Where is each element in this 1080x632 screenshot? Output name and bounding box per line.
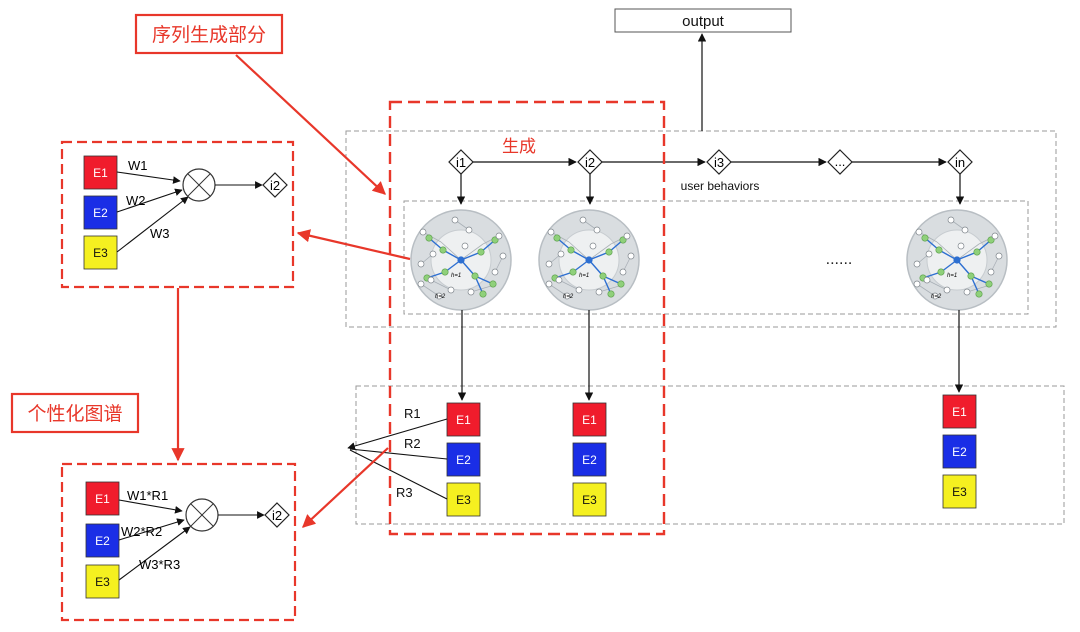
relation-label-r1: R1	[404, 406, 421, 421]
top-box-weight-edges	[116, 171, 189, 253]
entity-column-n: E1 E2 E3	[942, 394, 977, 509]
generate-label: 生成	[502, 137, 536, 157]
entity-e3	[85, 564, 120, 599]
entity-e3	[942, 474, 977, 509]
multiply-operator-icon	[182, 168, 216, 202]
user-behaviors-label: user behaviors	[681, 179, 760, 193]
entity-label: E3	[952, 485, 967, 499]
entity-e1	[83, 155, 118, 190]
output-box	[614, 8, 792, 33]
title-pointer-arrow	[235, 54, 386, 195]
hop-label-outer: h=2	[435, 294, 446, 300]
entity-e3	[572, 482, 607, 517]
top-box-entities: E1 E2 E3	[83, 155, 118, 270]
graph-to-entity-arrows	[457, 310, 964, 401]
entity-label: E3	[582, 493, 597, 507]
relation-label-r2: R2	[404, 436, 421, 451]
bottom-box-weight-edges	[118, 499, 191, 581]
sequence-node-label: i2	[585, 155, 595, 170]
entity-label: E3	[456, 493, 471, 507]
graph-ellipsis: ......	[826, 251, 853, 268]
sequence-node-i2: i2	[577, 149, 603, 175]
personalized-graph-title: 个性化图谱	[27, 403, 122, 425]
weight-label-w2: W2	[126, 193, 146, 208]
entity-e2	[572, 442, 607, 477]
target-node-bottom: i2	[264, 502, 290, 528]
relations-to-bottom-box-arrow	[302, 447, 389, 528]
target-node-label: i2	[272, 508, 282, 523]
entity-label: E1	[582, 413, 597, 427]
sequence-node-i3: i3	[706, 149, 732, 175]
hop-label-outer: h=2	[563, 294, 574, 300]
sequence-node-ellipsis: ...	[827, 149, 853, 175]
sequence-node-label: i3	[714, 155, 724, 170]
entity-e2	[446, 442, 481, 477]
weighted-aggregation-box-bottom	[60, 462, 297, 622]
entity-e1	[572, 402, 607, 437]
weighted-aggregation-box-top	[60, 140, 295, 289]
entity-e2	[85, 523, 120, 558]
entity-label: E1	[93, 166, 108, 180]
entity-label: E2	[456, 453, 471, 467]
entity-e1	[85, 481, 120, 516]
output-label: output	[682, 13, 725, 30]
entity-e2	[83, 195, 118, 230]
sequence-node-in: in	[947, 149, 973, 175]
entity-column-2: E1 E2 E3	[572, 402, 607, 517]
entity-label: E1	[95, 492, 110, 506]
entity-label: E2	[582, 453, 597, 467]
knowledge-graph-1: h=1 h=2	[410, 209, 512, 311]
hop-label-inner: h=1	[947, 273, 957, 279]
entity-label: E2	[93, 206, 108, 220]
sequence-node-label: ...	[835, 154, 846, 169]
entity-label: E3	[95, 575, 110, 589]
entity-column-1: E1 E2 E3	[446, 402, 481, 517]
entity-e3	[446, 482, 481, 517]
hop-label-outer: h=2	[931, 294, 942, 300]
weight-label-w2r2: W2*R2	[121, 524, 162, 539]
sequence-generation-title: 序列生成部分	[152, 24, 266, 46]
node-to-graph-arrows	[456, 174, 965, 205]
user-behavior-sequence-region	[345, 130, 1057, 328]
entity-label: E1	[456, 413, 471, 427]
sequence-node-label: i1	[456, 155, 466, 170]
weight-label-w3: W3	[150, 226, 170, 241]
relation-edges	[347, 418, 448, 500]
hop-label-inner: h=1	[451, 273, 461, 279]
graph-to-top-box-arrow	[296, 229, 411, 261]
bottom-box-entities: E1 E2 E3	[85, 481, 120, 599]
sequence-generation-highlight	[388, 100, 666, 536]
target-node-label: i2	[270, 178, 280, 193]
multiply-operator-icon	[185, 498, 219, 532]
entity-label: E1	[952, 405, 967, 419]
entity-label: E3	[93, 246, 108, 260]
entity-e1	[446, 402, 481, 437]
weight-label-w1r1: W1*R1	[127, 488, 168, 503]
sequence-generation-title-box	[134, 13, 284, 55]
entity-e2	[942, 434, 977, 469]
weight-label-w3r3: W3*R3	[139, 557, 180, 572]
hop-label-inner: h=1	[579, 273, 589, 279]
entity-e3	[83, 235, 118, 270]
knowledge-graph-2: h=1 h=2	[538, 209, 640, 311]
sequence-node-label: in	[955, 155, 965, 170]
relation-label-r3: R3	[396, 485, 413, 500]
sequence-node-i1: i1	[448, 149, 474, 175]
weight-label-w1: W1	[128, 158, 148, 173]
entity-label: E2	[95, 534, 110, 548]
target-node-top: i2	[262, 172, 288, 198]
entity-label: E2	[952, 445, 967, 459]
knowledge-graph-n: h=1 h=2	[906, 209, 1008, 311]
entity-row-region	[355, 385, 1065, 525]
entity-e1	[942, 394, 977, 429]
personalized-graph-title-box	[10, 392, 140, 434]
